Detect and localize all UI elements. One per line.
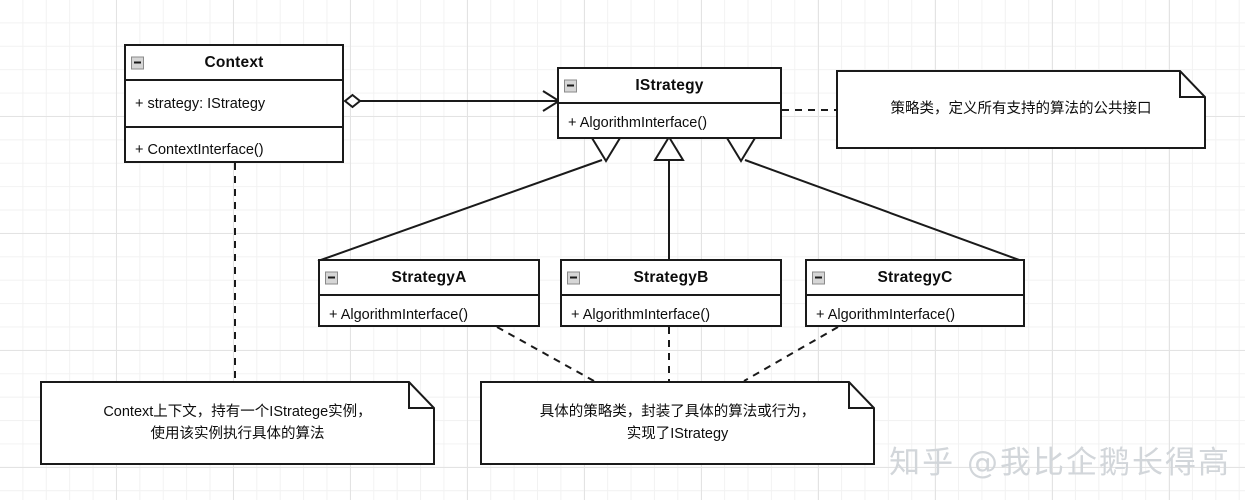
class-box-strategya[interactable]: StrategyA + AlgorithmInterface() bbox=[318, 259, 540, 327]
note-context[interactable]: Context上下文，持有一个IStratege实例， 使用该实例执行具体的算法 bbox=[40, 381, 435, 465]
minus-icon[interactable] bbox=[812, 271, 825, 284]
class-box-context[interactable]: Context + strategy: IStrategy + ContextI… bbox=[124, 44, 344, 163]
class-box-istrategy[interactable]: IStrategy + AlgorithmInterface() bbox=[557, 67, 782, 139]
operation-text: + AlgorithmInterface() bbox=[571, 306, 711, 323]
note-shape bbox=[480, 381, 875, 465]
generalization-strategyc bbox=[725, 137, 1023, 262]
class-operation-strategyc: + AlgorithmInterface() bbox=[807, 296, 1023, 333]
note-line: 具体的策略类，封装了具体的算法或行为， bbox=[539, 403, 816, 420]
class-name-strategya: StrategyA bbox=[391, 268, 467, 286]
class-name-strategyc: StrategyC bbox=[877, 268, 953, 286]
watermark: 知乎 @我比企鹅长得高 bbox=[889, 445, 1231, 481]
minus-icon[interactable] bbox=[131, 56, 144, 69]
class-operation-context: + ContextInterface() bbox=[126, 126, 342, 171]
operation-text: + AlgorithmInterface() bbox=[816, 306, 956, 323]
class-name-istrategy: IStrategy bbox=[635, 76, 704, 94]
class-header-context: Context bbox=[126, 46, 342, 81]
note-line: Context上下文，持有一个IStratege实例， bbox=[103, 403, 372, 420]
class-operation-strategyb: + AlgorithmInterface() bbox=[562, 296, 780, 333]
note-anchor-strategya bbox=[496, 326, 595, 382]
class-box-strategyb[interactable]: StrategyB + AlgorithmInterface() bbox=[560, 259, 782, 327]
note-fold-corner bbox=[1179, 71, 1205, 98]
operation-text: + AlgorithmInterface() bbox=[329, 306, 469, 323]
inheritance-triangle bbox=[725, 137, 757, 163]
class-name-context: Context bbox=[204, 53, 264, 71]
note-text-context: Context上下文，持有一个IStratege实例， 使用该实例执行具体的算法 bbox=[40, 381, 435, 465]
note-shape bbox=[836, 70, 1206, 149]
note-shape bbox=[40, 381, 435, 465]
note-anchor-strategyc bbox=[743, 326, 839, 382]
note-line: 策略类，定义所有支持的算法的公共接口 bbox=[890, 101, 1152, 118]
note-fold-corner bbox=[848, 382, 874, 409]
class-name-strategyb: StrategyB bbox=[633, 268, 709, 286]
aggregation-diamond bbox=[343, 93, 362, 109]
class-attribute-context: + strategy: IStrategy bbox=[126, 81, 342, 126]
class-box-strategyc[interactable]: StrategyC + AlgorithmInterface() bbox=[805, 259, 1025, 327]
operation-text: + AlgorithmInterface() bbox=[568, 114, 708, 131]
generalization-strategyb bbox=[653, 135, 685, 261]
class-header-strategya: StrategyA bbox=[320, 261, 538, 296]
inheritance-triangle bbox=[590, 137, 622, 163]
note-line: 实现了IStrategy bbox=[626, 426, 729, 442]
class-header-strategyb: StrategyB bbox=[562, 261, 780, 296]
attribute-text: + strategy: IStrategy bbox=[135, 95, 266, 112]
aggregation-context-istrategy bbox=[343, 90, 561, 112]
note-istrategy[interactable]: 策略类，定义所有支持的算法的公共接口 bbox=[836, 70, 1206, 149]
minus-icon[interactable] bbox=[567, 271, 580, 284]
minus-icon[interactable] bbox=[564, 79, 577, 92]
generalization-strategya bbox=[317, 137, 622, 262]
operation-text: + ContextInterface() bbox=[135, 141, 264, 158]
note-fold-corner bbox=[408, 382, 434, 409]
note-text-istrategy: 策略类，定义所有支持的算法的公共接口 bbox=[836, 70, 1206, 149]
class-operation-istrategy: + AlgorithmInterface() bbox=[559, 104, 780, 141]
class-header-strategyc: StrategyC bbox=[807, 261, 1023, 296]
note-line: 使用该实例执行具体的算法 bbox=[150, 426, 325, 442]
class-header-istrategy: IStrategy bbox=[559, 69, 780, 104]
minus-icon[interactable] bbox=[325, 271, 338, 284]
class-operation-strategya: + AlgorithmInterface() bbox=[320, 296, 538, 333]
note-text-strategies: 具体的策略类，封装了具体的算法或行为， 实现了IStrategy bbox=[480, 381, 875, 465]
note-strategies[interactable]: 具体的策略类，封装了具体的算法或行为， 实现了IStrategy bbox=[480, 381, 875, 465]
